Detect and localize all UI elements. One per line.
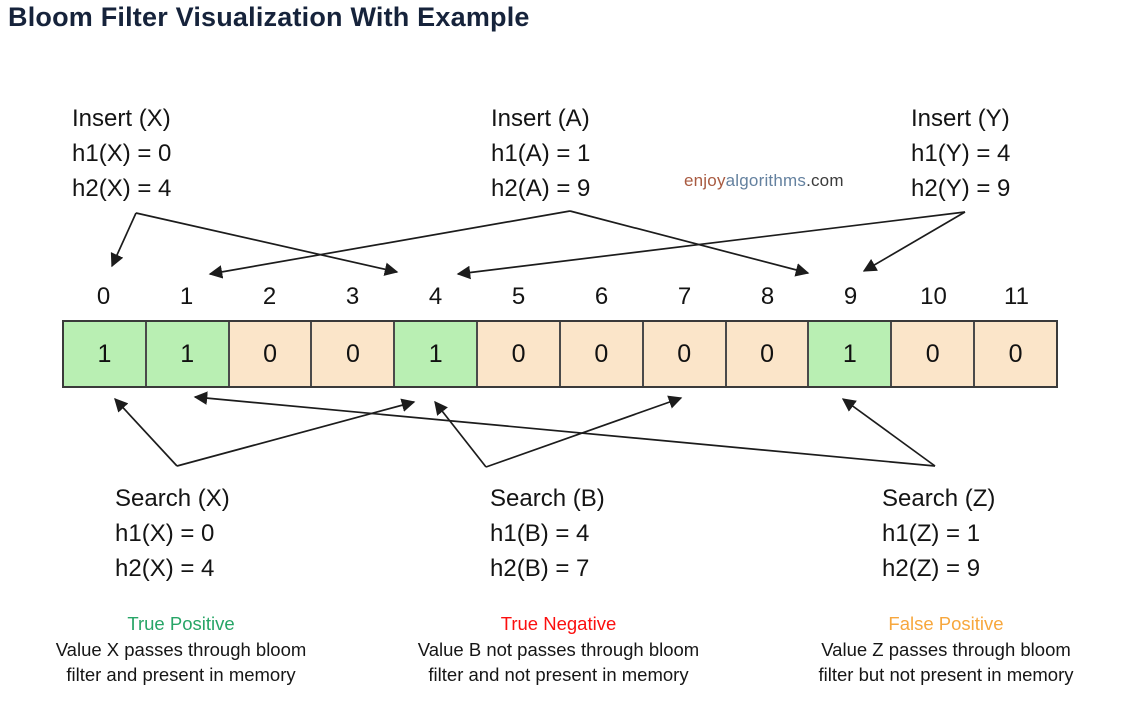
- arrow-search-b-to-index-4: [434, 400, 487, 468]
- watermark: enjoyalgorithms.com: [684, 171, 844, 191]
- array-index-label: 1: [179, 283, 194, 310]
- array-cell: 1: [809, 322, 893, 386]
- verdict-true-negative-line1: Value B not passes through bloom: [417, 639, 700, 660]
- array-cell: 0: [312, 322, 396, 386]
- insert-a-title: Insert (A): [491, 105, 590, 132]
- search-annotation-x: Search (X) h1(X) = 0 h2(X) = 4: [115, 481, 230, 586]
- array-index-label: 5: [511, 283, 526, 310]
- insert-a-h1: h1(A) = 1: [491, 140, 591, 167]
- array-cell: 0: [229, 322, 313, 386]
- watermark-enjoy: enjoy: [684, 171, 726, 190]
- search-z-title: Search (Z): [882, 485, 996, 512]
- array-cell: 1: [146, 322, 230, 386]
- array-cell: 0: [975, 322, 1056, 386]
- search-b-title: Search (B): [490, 485, 605, 512]
- insert-annotation-y: Insert (Y) h1(Y) = 4 h2(Y) = 9: [911, 101, 1010, 206]
- insert-x-title: Insert (X): [72, 105, 171, 132]
- array-cell: 1: [395, 322, 479, 386]
- arrow-insert-y-to-index-4: [456, 211, 966, 280]
- insert-a-h2: h2(A) = 9: [491, 175, 591, 202]
- array-index-label: 4: [428, 283, 443, 310]
- search-z-h1: h1(Z) = 1: [882, 520, 981, 547]
- array-cell: 0: [560, 322, 644, 386]
- arrow-insert-y-to-index-9: [862, 211, 966, 272]
- array-cell: 0: [643, 322, 727, 386]
- insert-x-h2: h2(X) = 4: [72, 175, 172, 202]
- page-title: Bloom Filter Visualization With Example: [8, 2, 530, 32]
- array-index-label: 6: [594, 283, 609, 310]
- array-cell: 1: [64, 322, 147, 386]
- verdict-true-negative-line2: filter and not present in memory: [428, 664, 689, 685]
- search-z-h2: h2(Z) = 9: [882, 555, 981, 582]
- search-x-h2: h2(X) = 4: [115, 555, 215, 582]
- array-cell: 0: [892, 322, 976, 386]
- array-index-label: 11: [1004, 283, 1029, 310]
- arrow-search-z-to-index-1: [193, 391, 936, 467]
- search-x-title: Search (X): [115, 485, 230, 512]
- insert-y-title: Insert (Y): [911, 105, 1010, 132]
- verdict-true-positive-line1: Value X passes through bloom: [55, 639, 307, 660]
- verdict-true-positive: True Positive Value X passes through blo…: [20, 610, 342, 687]
- array-index-label: 2: [262, 283, 277, 310]
- search-b-h2: h2(B) = 7: [490, 555, 590, 582]
- arrow-insert-a-to-index-9: [569, 210, 810, 277]
- verdict-false-positive-label: False Positive: [888, 613, 1004, 634]
- arrow-search-x-to-index-0: [114, 398, 178, 467]
- arrow-search-x-to-index-4: [176, 398, 416, 467]
- verdict-false-positive-line2: filter but not present in memory: [818, 664, 1074, 685]
- search-annotation-z: Search (Z) h1(Z) = 1 h2(Z) = 9: [882, 481, 995, 586]
- array-index-label: 9: [843, 283, 858, 310]
- watermark-algorithms: algorithms: [725, 171, 807, 190]
- verdict-false-positive-line1: Value Z passes through bloom: [821, 639, 1071, 660]
- array-index-label: 10: [920, 283, 947, 310]
- verdict-true-negative: True Negative Value B not passes through…: [392, 610, 725, 687]
- verdict-true-positive-line2: filter and present in memory: [66, 664, 296, 685]
- arrow-insert-x-to-index-0: [110, 212, 137, 268]
- array-cell: 0: [726, 322, 810, 386]
- search-annotation-b: Search (B) h1(B) = 4 h2(B) = 7: [490, 481, 605, 586]
- arrow-search-z-to-index-9: [841, 398, 936, 467]
- verdict-true-negative-label: True Negative: [500, 613, 617, 634]
- array-index-label: 0: [96, 283, 111, 310]
- watermark-com: .com: [806, 171, 844, 190]
- array-cell: 0: [478, 322, 561, 386]
- verdict-true-positive-label: True Positive: [127, 613, 235, 634]
- array-index-label: 7: [677, 283, 692, 310]
- insert-annotation-x: Insert (X) h1(X) = 0 h2(X) = 4: [72, 101, 171, 206]
- insert-y-h1: h1(Y) = 4: [911, 140, 1011, 167]
- insert-x-h1: h1(X) = 0: [72, 140, 172, 167]
- array-index-label: 3: [345, 283, 360, 310]
- insert-annotation-a: Insert (A) h1(A) = 1 h2(A) = 9: [491, 101, 590, 206]
- verdict-false-positive: False Positive Value Z passes through bl…: [778, 610, 1114, 687]
- arrow-insert-a-to-index-1: [208, 210, 571, 279]
- arrow-search-b-to-index-7: [485, 395, 683, 468]
- search-x-h1: h1(X) = 0: [115, 520, 215, 547]
- array-index-label: 8: [760, 283, 775, 310]
- insert-y-h2: h2(Y) = 9: [911, 175, 1011, 202]
- index-row: 0 1 2 3 4 5 6 7 8 9 10 11: [62, 283, 1058, 313]
- arrow-insert-x-to-index-4: [135, 212, 399, 276]
- search-b-h1: h1(B) = 4: [490, 520, 590, 547]
